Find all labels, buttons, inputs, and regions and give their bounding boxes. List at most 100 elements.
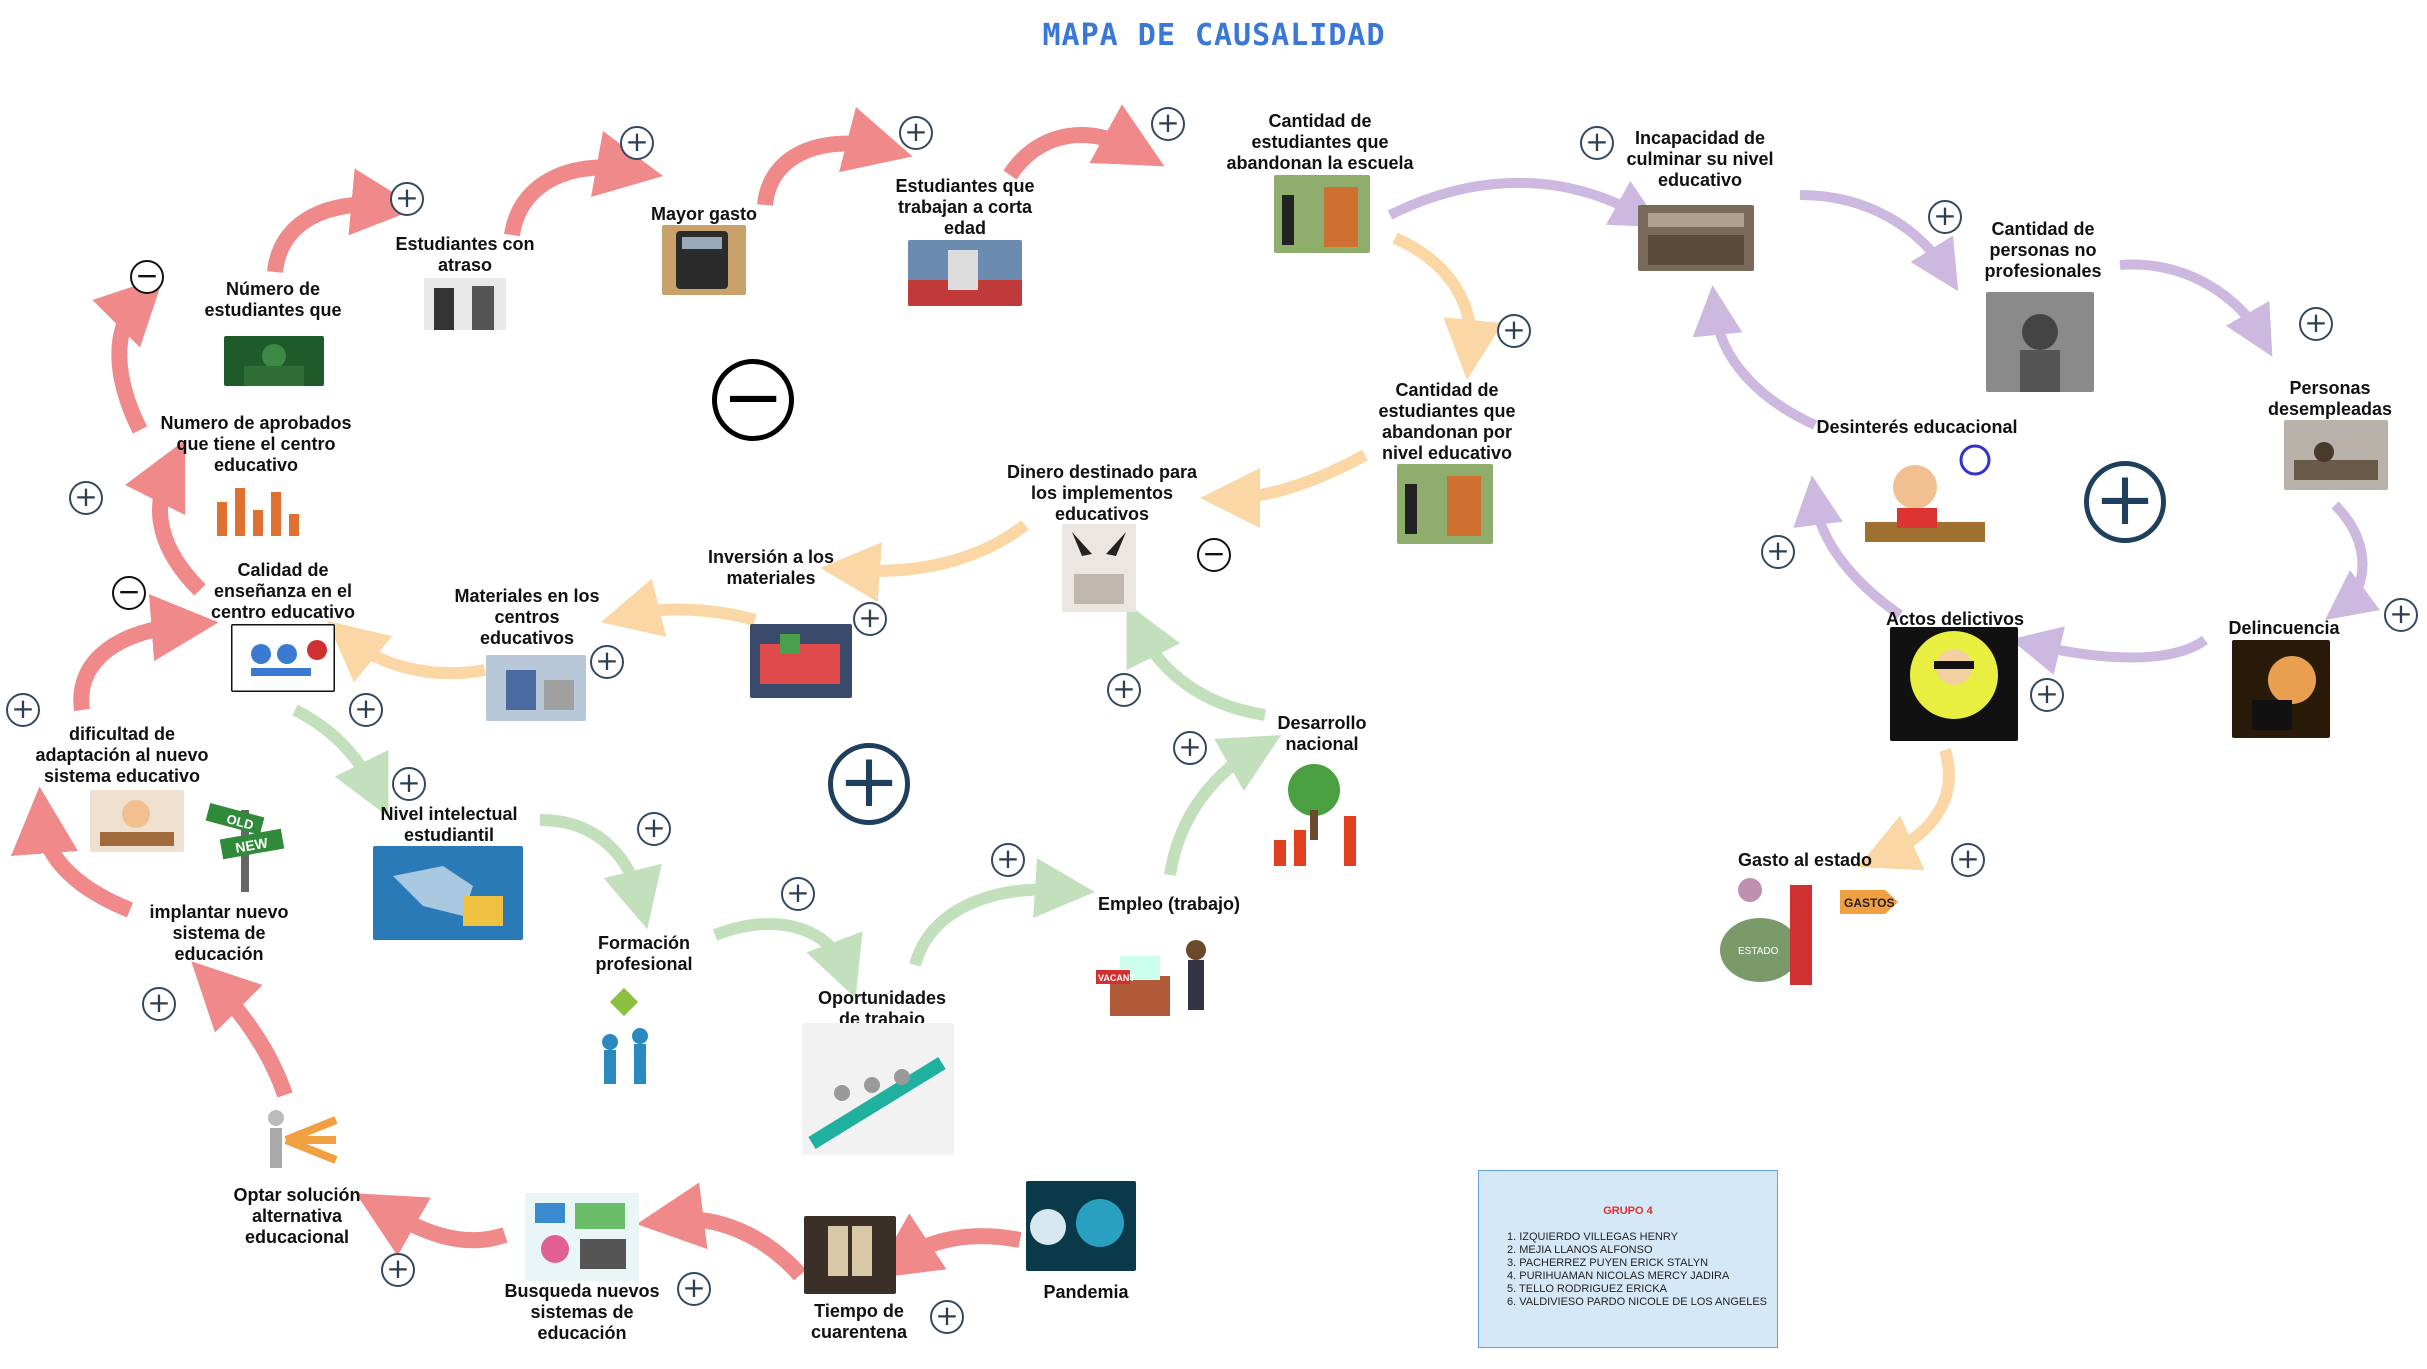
delincuencia-photo [2232, 640, 2330, 738]
arrow-cuarentena-to-busqueda [636, 1182, 806, 1281]
nivel-intelectual-map [373, 846, 523, 940]
plus-sign-icon: + [899, 116, 933, 150]
arrow-busqueda-to-optar [355, 1193, 508, 1256]
node-gasto-estado-label: Gasto al estado [1737, 850, 1873, 870]
group-info-box: GRUPO 4 1. IZQUIERDO VILLEGAS HENRY 2. M… [1478, 1170, 1778, 1348]
arrow-trabajan-to-abandonan [1003, 104, 1165, 180]
plus-sign-icon: + [1761, 535, 1795, 569]
old-new-sign: OLD NEW [205, 800, 285, 892]
node-abandonan-nivel-label: Cantidad de estudiantes que abandonan po… [1378, 380, 1516, 463]
arrow-desempleadas-to-delincuencia [2325, 501, 2381, 621]
thief-cartoon [1890, 627, 2018, 741]
trabajan-photo [908, 240, 1022, 306]
node-dificultad-label: dificultad de adaptación al nuevo sistem… [35, 724, 209, 786]
estado-bag-text: ESTADO [1738, 946, 1779, 957]
arrow-desarrollo-to-dinero [1126, 603, 1266, 721]
loop-sign-left: − [712, 359, 794, 441]
node-nivel-intelectual-label: Nivel intelectual estudiantil [380, 804, 518, 845]
plus-sign-icon: + [6, 693, 40, 727]
arrow-empleo-to-desarrollo [1164, 735, 1282, 876]
loop-sign-right: + [2084, 461, 2166, 543]
plus-sign-icon: + [392, 767, 426, 801]
node-aprobados-label: Numero de aprobados que tiene el centro … [160, 413, 352, 475]
old-sign-text: OLD [225, 811, 255, 833]
arrow-formacion-to-oportunidades [712, 917, 863, 999]
arrow-incapacidad-to-noprof [1799, 190, 1959, 292]
node-repiten-label: Número de estudiantes que repiten [204, 279, 342, 320]
plus-sign-icon: + [1580, 126, 1614, 160]
optar-cartoon [246, 1100, 342, 1180]
plus-sign-icon: + [781, 877, 815, 911]
plus-sign-icon: + [1497, 314, 1531, 348]
dinero-photo [1062, 524, 1136, 612]
arrow-calidad-to-aprobados [124, 439, 206, 596]
gasto-estado-cartoon: GASTOS ESTADO [1670, 870, 1900, 990]
formacion-figures [580, 982, 690, 1092]
repiten-photo [224, 336, 324, 386]
plus-sign-icon: + [1951, 843, 1985, 877]
desinteres-cartoon [1855, 442, 1995, 562]
arrow-repiten-to-atraso [267, 168, 419, 274]
group-member-list: 1. IZQUIERDO VILLEGAS HENRY 2. MEJIA LLA… [1507, 1231, 1767, 1309]
arrow-atraso-to-mayorgasto [504, 130, 664, 237]
plus-sign-icon: + [590, 645, 624, 679]
node-busqueda-label: Busqueda nuevos sistemas de educación [504, 1281, 660, 1343]
node-no-profesionales-label: Cantidad de personas no profesionales [1984, 219, 2102, 281]
plus-sign-icon: + [677, 1272, 711, 1306]
node-desempleadas-label: Personas desempleadas [2267, 378, 2393, 419]
node-actos-label: Actos delictivos [1885, 609, 2025, 629]
arrow-aprobados-to-repiten [92, 276, 164, 434]
group-member: 4. PURIHUAMAN NICOLAS MERCY JADIRA [1507, 1270, 1730, 1282]
arrow-noprof-to-desempleadas [2119, 259, 2273, 357]
calidad-cartoon [231, 624, 335, 692]
calculator-photo [662, 225, 746, 295]
plus-sign-icon: + [381, 1253, 415, 1287]
node-trabajan-label: Estudiantes que trabajan a corta edad [895, 176, 1035, 238]
cuarentena-photo [804, 1216, 896, 1294]
group-member: 2. MEJIA LLANOS ALFONSO [1507, 1244, 1653, 1256]
plus-sign-icon: + [69, 481, 103, 515]
node-formacion-label: Formación profesional [595, 933, 693, 974]
node-mayor-gasto-label: Mayor gasto [650, 204, 758, 224]
arrow-dinero-to-inversion [820, 520, 1029, 603]
loop-sign-center: + [828, 743, 910, 825]
dificultad-photo [90, 790, 184, 852]
desarrollo-cartoon [1264, 760, 1378, 872]
group-member: 6. VALDIVIESO PARDO NICOLE DE LOS ANGELE… [1507, 1296, 1768, 1308]
inversion-photo [750, 624, 852, 698]
arrow-abandonan-to-incapacidad [1387, 177, 1662, 228]
desempleadas-photo [2284, 420, 2388, 490]
no-profesionales-photo [1986, 292, 2094, 392]
group-member: 5. TELLO RODRIGUEZ ERICKA [1507, 1283, 1667, 1295]
abandonan-nivel-photo [1397, 464, 1493, 544]
node-implantar-label: implantar nuevo sistema de educación [149, 902, 289, 964]
arrow-materiales-to-calidad [326, 620, 487, 683]
plus-sign-icon: + [637, 812, 671, 846]
node-desinteres-label: Desinterés educacional [1816, 417, 2018, 437]
arrow-pandemia-to-cuarentena [872, 1213, 1022, 1279]
arrow-nivel-to-formacion [539, 814, 662, 930]
plus-sign-icon: + [349, 693, 383, 727]
node-abandonan-label: Cantidad de estudiantes que abandonan la… [1226, 111, 1414, 173]
arrow-actos-to-desinteres [1793, 475, 1903, 620]
node-inversion-label: Inversión a los materiales [707, 547, 835, 588]
arrow-abandonan-to-abandonannivel [1392, 232, 1503, 380]
node-dinero-label: Dinero destinado para los implementos ed… [1006, 462, 1198, 524]
node-incapacidad-label: Incapacidad de culminar su nivel educati… [1626, 128, 1774, 190]
abandonan-photo [1274, 175, 1370, 253]
group-member: 3. PACHERREZ PUYEN ERICK STALYN [1507, 1257, 1709, 1269]
arrow-oportunidades-to-empleo [909, 858, 1095, 967]
node-optar-label: Optar solución alternativa educacional [233, 1185, 361, 1247]
arrow-abandonannivel-to-dinero [1200, 449, 1368, 528]
plus-sign-icon: + [1107, 673, 1141, 707]
group-title: GRUPO 4 [1603, 1205, 1653, 1217]
page-title: MAPA DE CAUSALIDAD [1042, 18, 1386, 53]
plus-sign-icon: + [1928, 200, 1962, 234]
node-desarrollo-label: Desarrollo nacional [1277, 713, 1367, 754]
plus-sign-icon: + [2384, 598, 2418, 632]
minus-sign-icon: − [112, 576, 146, 610]
aprobados-bar-chart [205, 472, 305, 538]
minus-sign-icon: − [130, 260, 164, 294]
